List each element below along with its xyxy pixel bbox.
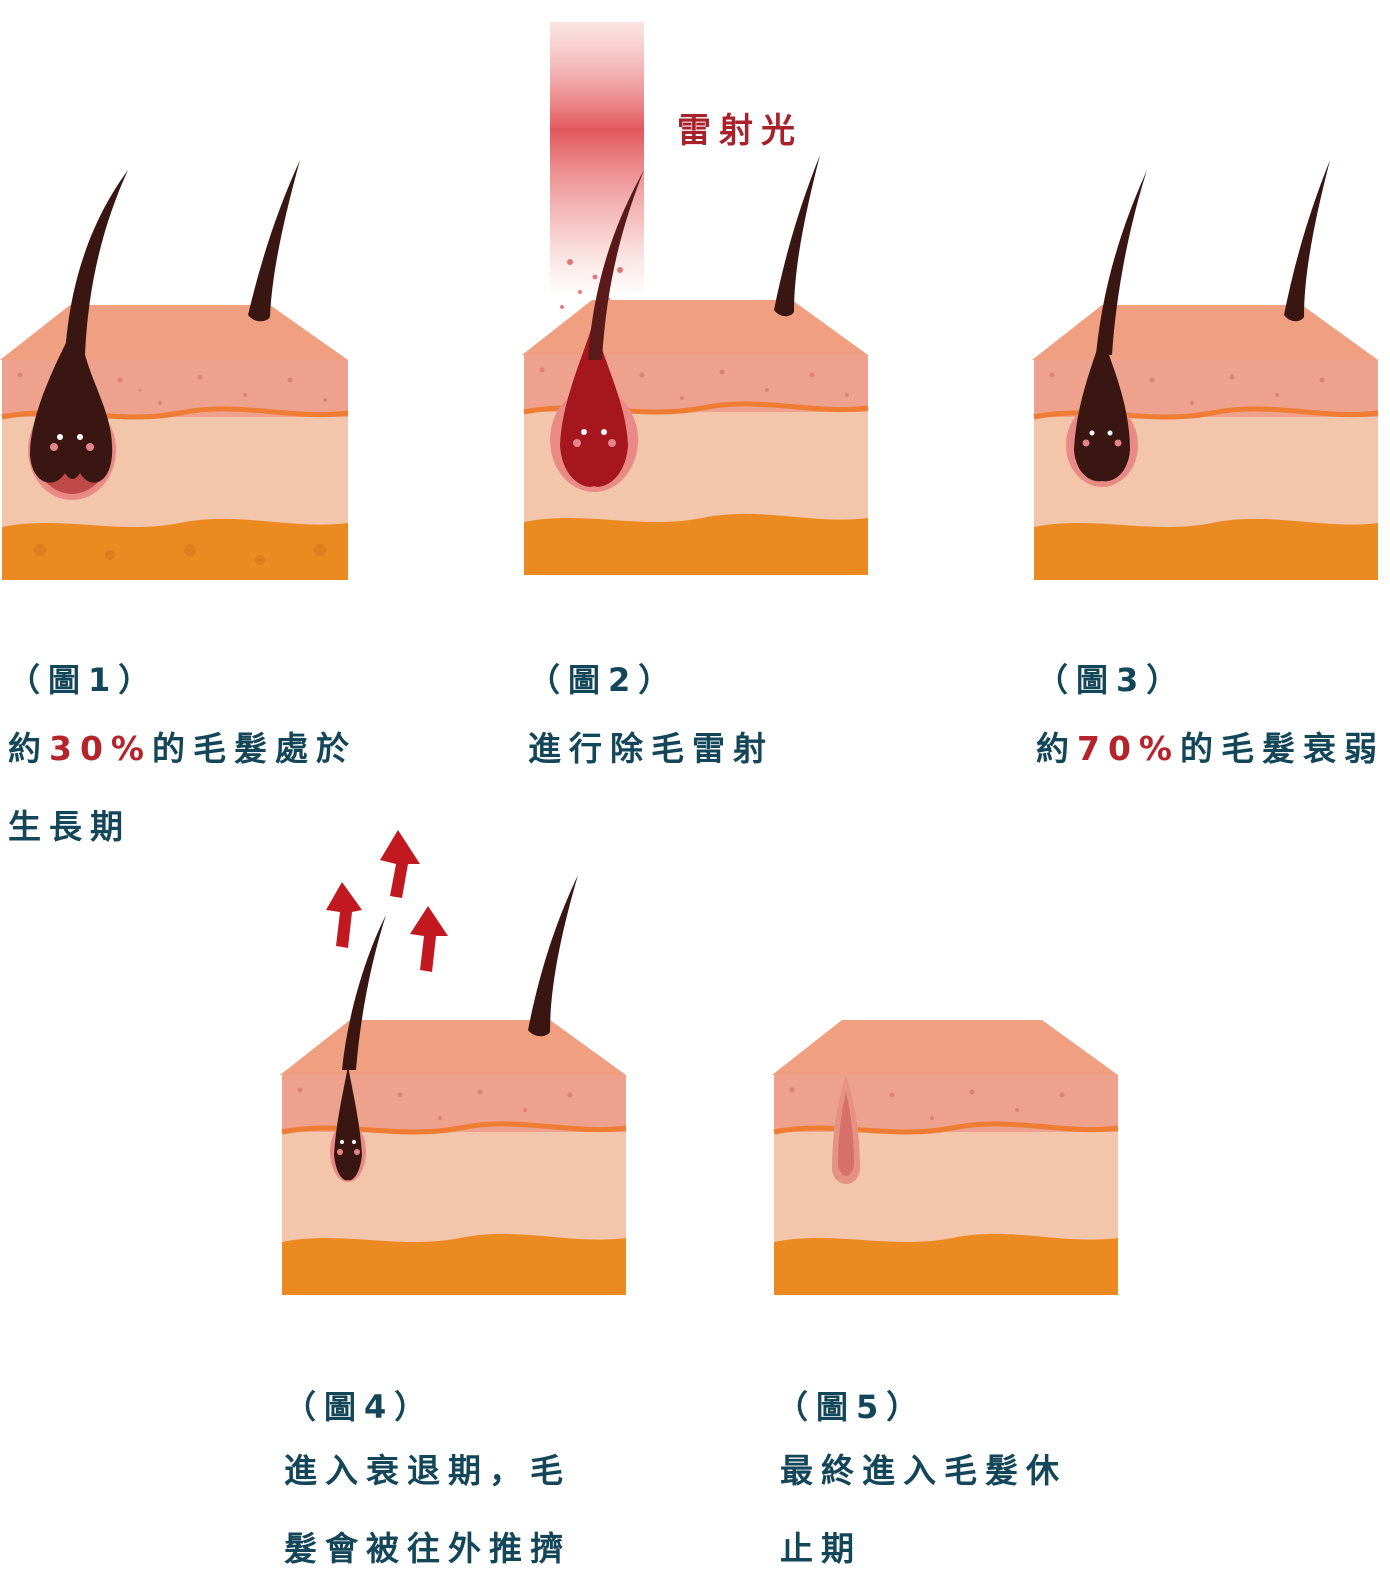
figure-label-4: （圖4） (284, 1388, 435, 1426)
caption-3-percent: 70% (1077, 729, 1180, 768)
skin-diagram-2 (522, 150, 872, 580)
skin-diagram-5 (772, 870, 1122, 1300)
caption-3-post: 的毛髮衰弱 (1180, 729, 1385, 768)
caption-1-pre: 約 (8, 729, 49, 768)
laser-beam (550, 22, 650, 327)
caption-4: 進入衰退期，毛髮會被往外推擠 (284, 1451, 571, 1568)
caption-1: 約30%的毛髮處於生長期 (8, 710, 368, 866)
caption-3-pre: 約 (1036, 729, 1077, 768)
push-arrows (318, 830, 458, 980)
figure-label-3: （圖3） (1036, 661, 1187, 699)
skin-diagram-4 (280, 870, 630, 1300)
figure-label-5: （圖5） (776, 1388, 927, 1426)
caption-1-post: 的毛髮處於生長期 (8, 729, 357, 846)
skin-diagram-1 (0, 155, 350, 585)
laser-label: 雷射光 (677, 111, 803, 151)
skin-diagram-3 (1032, 155, 1382, 585)
caption-5: 最終進入毛髮休止期 (780, 1451, 1067, 1568)
figure-label-1: （圖1） (8, 661, 159, 699)
caption-3: 約70%的毛髮衰弱 (1036, 710, 1390, 788)
caption-2: 進行除毛雷射 (528, 729, 774, 768)
caption-1-percent: 30% (49, 729, 152, 768)
figure-label-2: （圖2） (528, 661, 679, 699)
